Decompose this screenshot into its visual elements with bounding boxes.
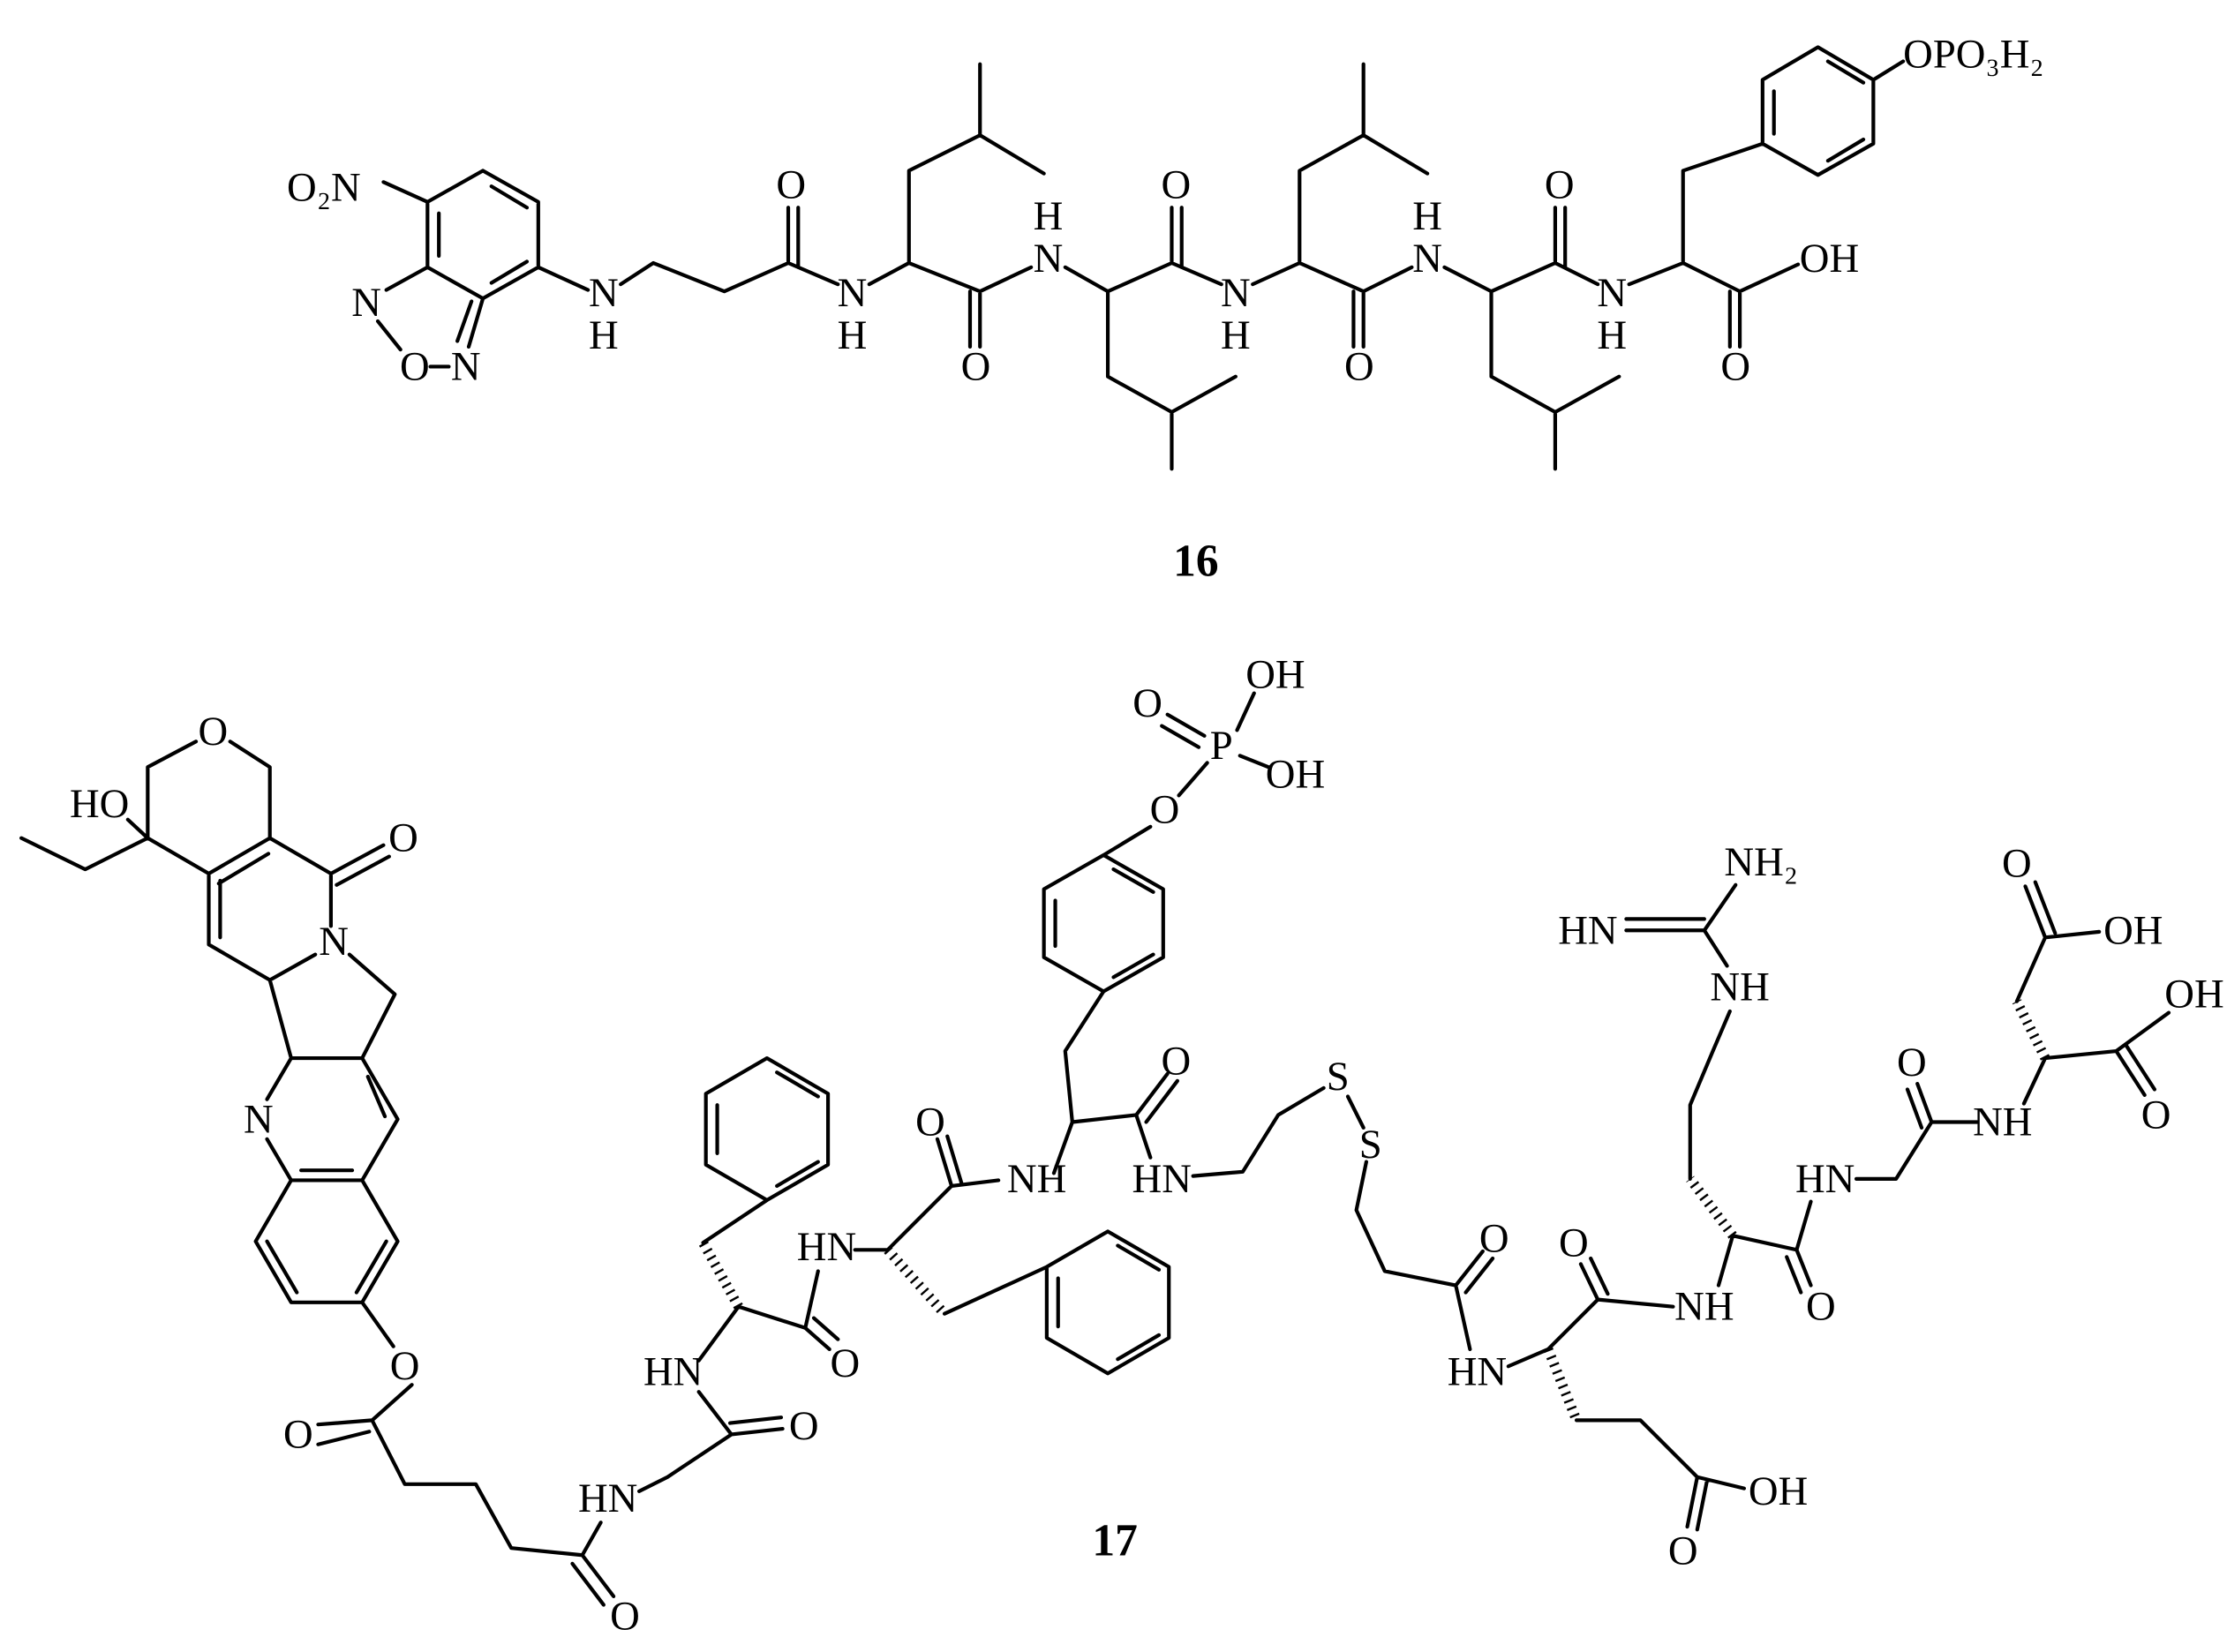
atom-label: N: [1412, 236, 1442, 282]
atom-label: O: [961, 343, 991, 389]
atom-label: N: [838, 270, 868, 316]
compound-16-structure: O₂N N O N N H O N H O H N O N H O H N O …: [287, 31, 2044, 586]
atom-label: O: [1545, 162, 1575, 208]
atom-label: O: [1559, 1220, 1589, 1265]
atom-label: O₂N: [287, 165, 361, 211]
atom-label: O: [2002, 841, 2032, 887]
atom-label: HO: [70, 781, 129, 827]
atom-label: O: [390, 1343, 420, 1389]
compound-number-17: 17: [1092, 1516, 1137, 1566]
atom-label: O: [388, 815, 418, 861]
atom-label: OPO₃H₂: [1903, 31, 2044, 77]
atom-label: O: [1720, 343, 1750, 389]
atom-label: HN: [1132, 1156, 1192, 1202]
compound-17-hashed-wedge-bonds: [698, 999, 2050, 1423]
atom-label: O: [1161, 162, 1191, 208]
atom-label: O: [776, 162, 806, 208]
atom-label: O: [789, 1403, 819, 1449]
atom-label: O: [1150, 786, 1180, 832]
atom-label: NH: [1674, 1284, 1734, 1330]
atom-label: S: [1327, 1054, 1350, 1100]
atom-label: O: [1344, 343, 1374, 389]
atom-label: O: [400, 343, 430, 389]
atom-label: O: [1161, 1038, 1191, 1084]
atom-label: N: [1597, 270, 1627, 316]
compound-17-bonds: [19, 691, 2171, 1607]
atom-label: OH: [1266, 751, 1325, 797]
atom-label: P: [1210, 723, 1233, 769]
atom-label: O: [283, 1411, 313, 1457]
atom-label: NH: [1973, 1099, 2032, 1145]
atom-label: NH₂: [1724, 839, 1798, 885]
atom-label: NH: [1710, 965, 1769, 1010]
atom-label: N: [1221, 270, 1251, 316]
atom-label: O: [915, 1099, 945, 1145]
atom-label: HN: [1448, 1349, 1507, 1395]
atom-label: O: [831, 1340, 861, 1386]
atom-label: N: [244, 1096, 274, 1142]
atom-label: HN: [797, 1224, 856, 1270]
compound-number-16: 16: [1173, 536, 1218, 586]
atom-label: OH: [2164, 972, 2223, 1017]
atom-label: H: [589, 312, 619, 358]
atom-label: N: [451, 343, 481, 389]
atom-label: O: [1897, 1040, 1927, 1085]
atom-label: H: [1597, 312, 1627, 358]
atom-label: HN: [1795, 1156, 1855, 1202]
atom-label: H: [1221, 312, 1251, 358]
atom-label: HN: [578, 1476, 637, 1521]
atom-label: O: [199, 709, 229, 755]
atom-label: O: [1668, 1528, 1698, 1573]
atom-label: H: [1412, 193, 1442, 239]
atom-label: HN: [1558, 907, 1617, 953]
atom-label: O: [1479, 1215, 1509, 1261]
compound-17-structure: O HO O N N O O HN O O HN O HN O NH O P O…: [19, 652, 2224, 1639]
atom-label: N: [1034, 236, 1064, 282]
atom-label: H: [1034, 193, 1064, 239]
atom-label: S: [1359, 1122, 1382, 1168]
atom-label: OH: [1245, 652, 1305, 698]
atom-label: N: [589, 270, 619, 316]
atom-label: O: [610, 1593, 640, 1639]
atom-label: N: [351, 280, 381, 326]
atom-label: N: [319, 919, 349, 965]
atom-label: HN: [643, 1349, 703, 1395]
atom-label: OH: [2103, 907, 2163, 953]
atom-label: OH: [1749, 1468, 1808, 1514]
atom-label: O: [1132, 680, 1162, 726]
atom-label: NH: [1007, 1156, 1066, 1202]
atom-label: O: [2141, 1092, 2171, 1138]
atom-label: O: [1806, 1284, 1836, 1330]
atom-label: OH: [1800, 236, 1859, 282]
atom-label: H: [838, 312, 868, 358]
compound-16-bonds: [375, 45, 1906, 471]
